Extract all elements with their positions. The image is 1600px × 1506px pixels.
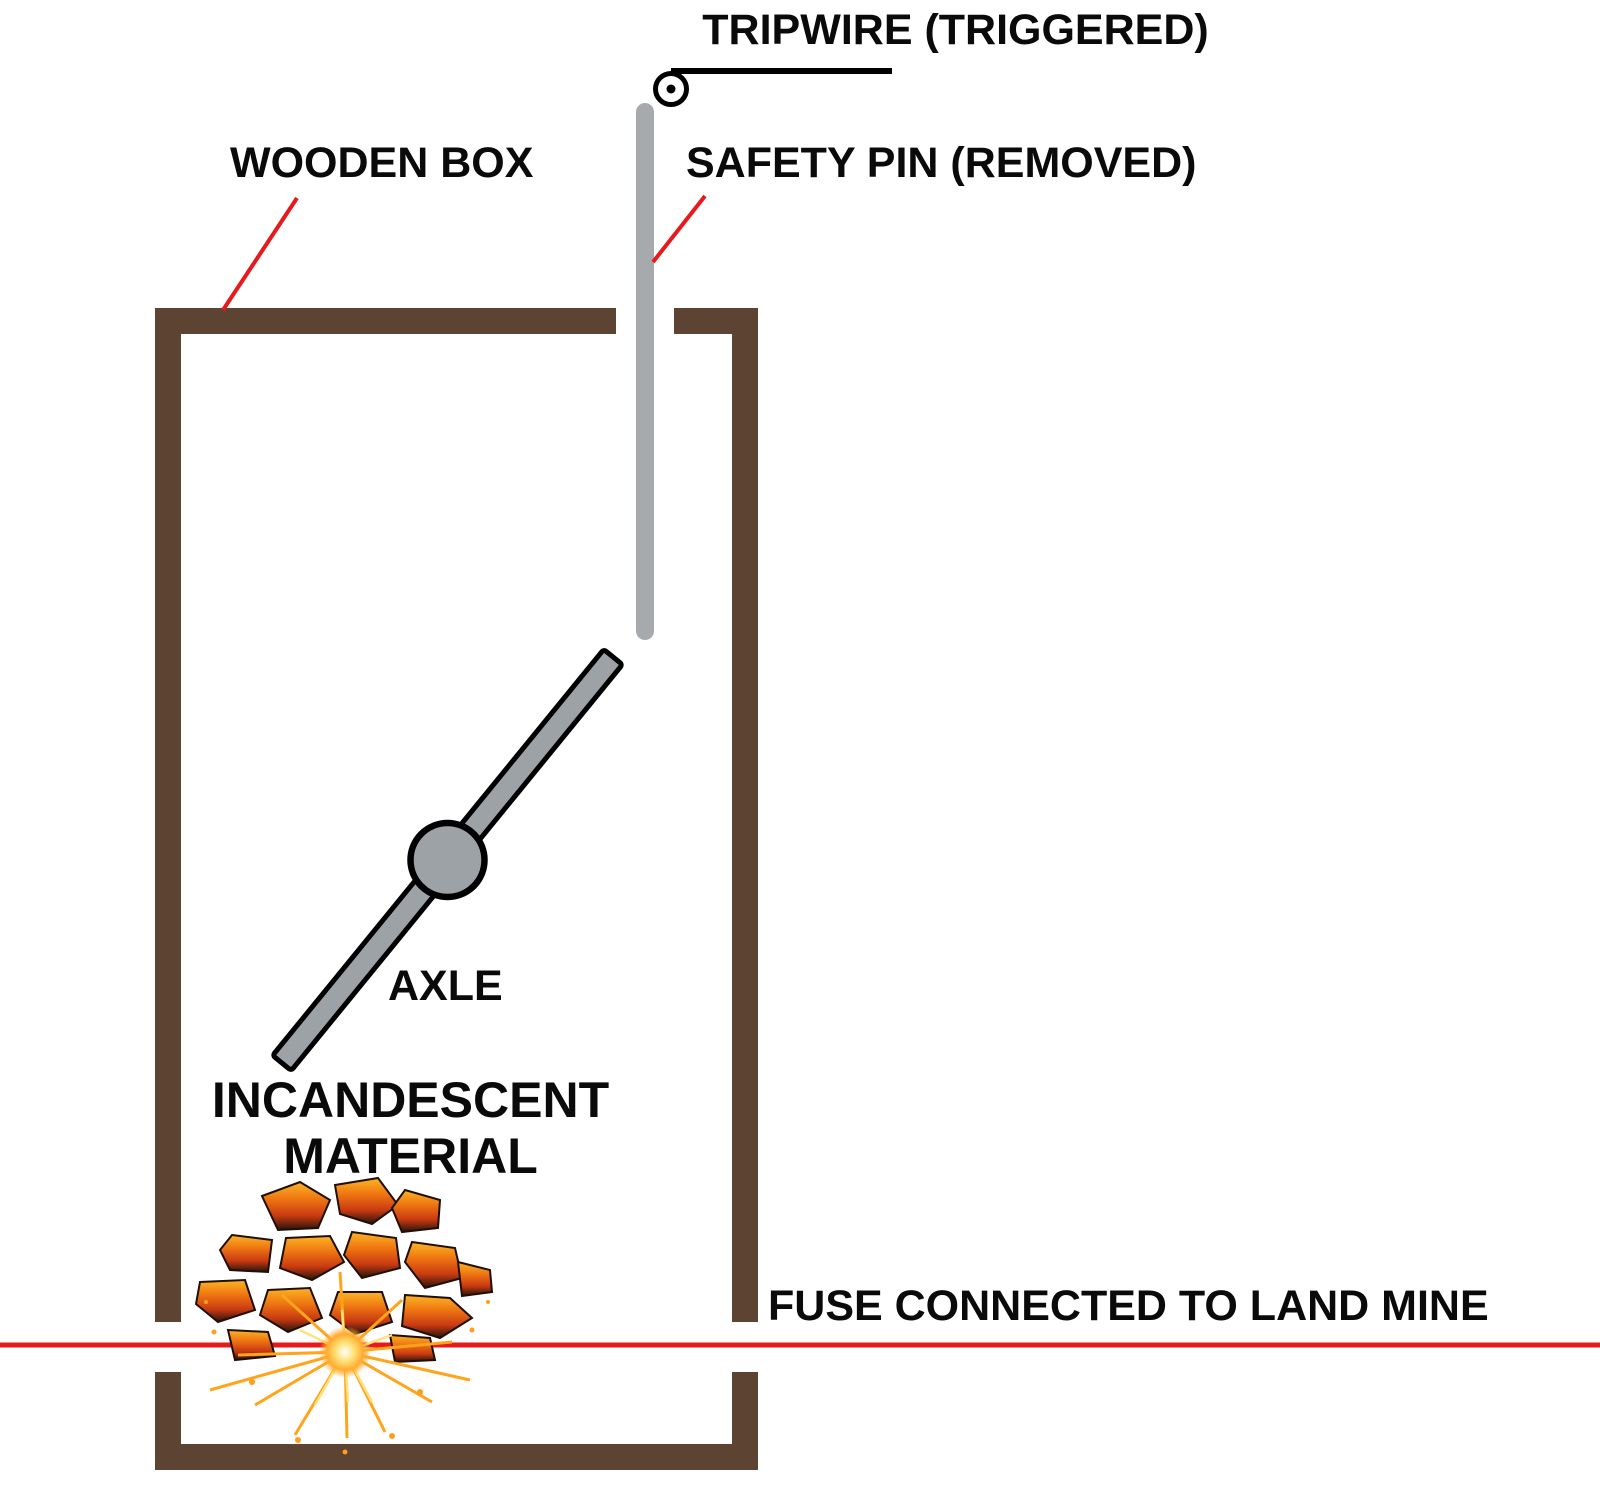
ember-stone (403, 1240, 464, 1290)
safety-pin-leader-line (651, 194, 707, 264)
safety-pin-label: SAFETY PIN (REMOVED) (686, 139, 1197, 187)
incandescent-material-label: INCANDESCENT MATERIAL (211, 1072, 610, 1184)
box-left-border-upper (155, 308, 181, 1322)
ember-stone (456, 1260, 494, 1298)
axle-label: AXLE (388, 962, 503, 1010)
ember-stone (218, 1233, 274, 1274)
fuse-label: FUSE CONNECTED TO LAND MINE (768, 1282, 1489, 1330)
ember-stone (194, 1278, 257, 1324)
ember-stone (333, 1176, 400, 1226)
box-top-border-left (155, 308, 616, 334)
ember-stone (400, 1293, 474, 1340)
wooden-box-leader-line (221, 196, 299, 312)
tripwire-label: TRIPWIRE (TRIGGERED) (702, 6, 1209, 54)
box-bottom-border (155, 1444, 758, 1470)
ember-stone (388, 1333, 437, 1364)
spark-core (319, 1326, 371, 1378)
ember-stone (260, 1180, 332, 1232)
wooden-box-label: WOODEN BOX (230, 139, 534, 187)
ember-stone (258, 1286, 324, 1334)
ember-stone (390, 1188, 442, 1234)
axle-pivot (407, 819, 488, 901)
ember-stone (278, 1234, 346, 1282)
ember-stone (226, 1328, 277, 1362)
pulley-ring-dot (666, 84, 676, 94)
ember-stone (342, 1230, 402, 1280)
spark-dots (204, 1300, 490, 1455)
box-right-border-upper (732, 308, 758, 1322)
incandescent-material-pile (194, 1176, 494, 1364)
wooden-box (155, 308, 758, 1470)
pulley-ring-icon (653, 71, 689, 107)
safety-pin (636, 103, 654, 640)
spark-burst (204, 1271, 490, 1455)
